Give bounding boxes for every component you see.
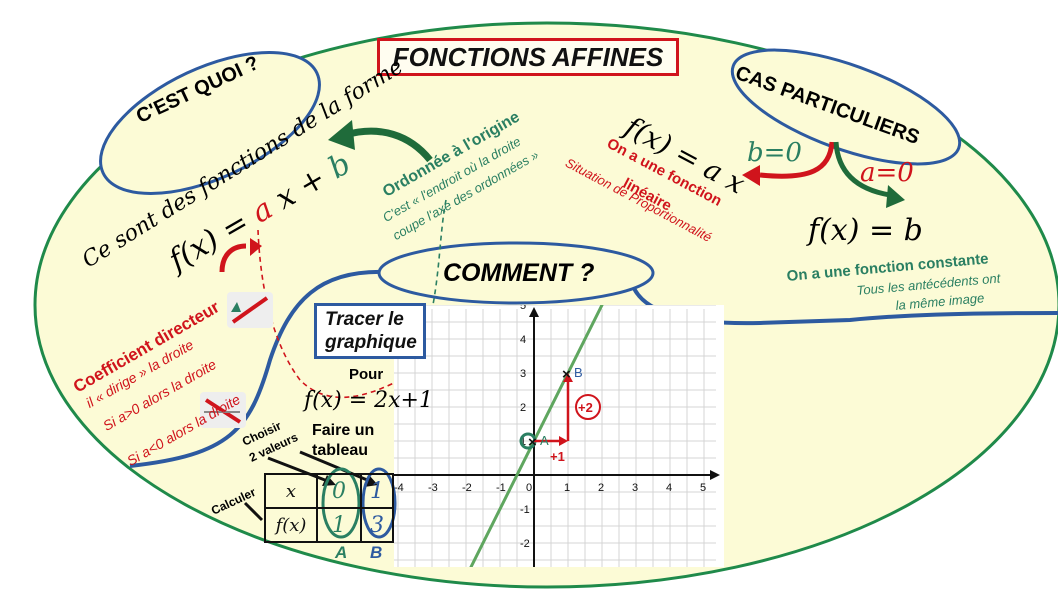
values-table: x 0 1 f(x) 1 3 [264, 473, 394, 543]
x-tick-label: -1 [496, 482, 506, 494]
point-a-mark: × [528, 434, 537, 451]
y-tick-label: 3 [520, 368, 526, 380]
step-y-label: +2 [578, 400, 593, 415]
x-tick-label: -3 [428, 482, 438, 494]
table-cell: 1 [316, 507, 362, 543]
point-b-label: B [574, 365, 583, 380]
trace-box: Tracer le graphique [314, 303, 426, 359]
b-zero-arrow-head [742, 165, 760, 186]
table-cell: 1 [360, 473, 394, 509]
y-axis-arrow [529, 307, 539, 317]
x-axis-arrow [710, 470, 720, 480]
a-dash-link [257, 229, 573, 399]
const-formula: f(x) = b [808, 213, 923, 248]
a-zero-label: a=0 [860, 158, 914, 188]
table-head-x: x [264, 473, 318, 509]
step-y-arrow-head [563, 373, 573, 382]
table-row: x 0 1 [264, 473, 394, 509]
coef-arrow [219, 243, 247, 273]
ordo-arrow-head [328, 120, 355, 150]
a-zero-arrow [833, 141, 891, 198]
x-tick-label: 3 [632, 482, 638, 494]
b-zero-label: b=0 [747, 138, 802, 168]
x-tick-label: 1 [564, 482, 570, 494]
x-tick-label: 2 [598, 482, 604, 494]
y-tick-label: -2 [520, 538, 530, 550]
y-tick-label: -1 [520, 504, 530, 516]
column-a-label: A [335, 543, 348, 562]
comment-ellipse [377, 241, 655, 305]
table-row: f(x) 1 3 [264, 507, 394, 543]
step-x-arrow-head [559, 436, 568, 446]
divider-curve-left [129, 269, 386, 468]
x-tick-label: -2 [462, 482, 472, 494]
pour-label: Pour [349, 366, 384, 383]
a-zero-arrow-head [886, 185, 905, 208]
page-title: FONCTIONS AFFINES [377, 38, 679, 76]
y-tick-label: 1 [520, 436, 526, 448]
y-tick-label: 2 [520, 402, 526, 414]
step-y-ring [575, 394, 601, 420]
b-zero-arrow [759, 141, 835, 179]
decreasing-line-icon [200, 392, 246, 428]
quoi-ellipse [99, 50, 321, 196]
trace-line-2: graphique [325, 332, 417, 353]
y-tick-label: 5 [520, 305, 526, 312]
formula-x: x [269, 177, 302, 217]
x-tick-label: 4 [666, 482, 672, 494]
table-head-fx: f(x) [264, 507, 318, 543]
point-b-mark: × [562, 366, 571, 383]
step-x-label: +1 [550, 449, 565, 464]
ordo-arrow [344, 127, 433, 163]
section-comment: COMMENT ? [443, 259, 595, 287]
table-cell: 3 [360, 507, 394, 543]
column-b-label: B [370, 543, 383, 562]
tableau-line-1: Faire un [312, 422, 375, 439]
x-tick-label: -4 [394, 482, 404, 494]
table-cell: 0 [316, 473, 362, 509]
point-a-label: A [540, 433, 549, 448]
x-tick-label: 0 [526, 482, 532, 494]
y-tick-label: 4 [520, 334, 526, 346]
trace-line-1: Tracer le [325, 309, 404, 330]
tableau-line-2: tableau [312, 442, 369, 459]
coef-arrow-head [250, 238, 262, 256]
example-formula: f(x) = 2x+1 [304, 388, 433, 413]
x-tick-label: 5 [700, 482, 706, 494]
increasing-line-icon [227, 292, 273, 328]
